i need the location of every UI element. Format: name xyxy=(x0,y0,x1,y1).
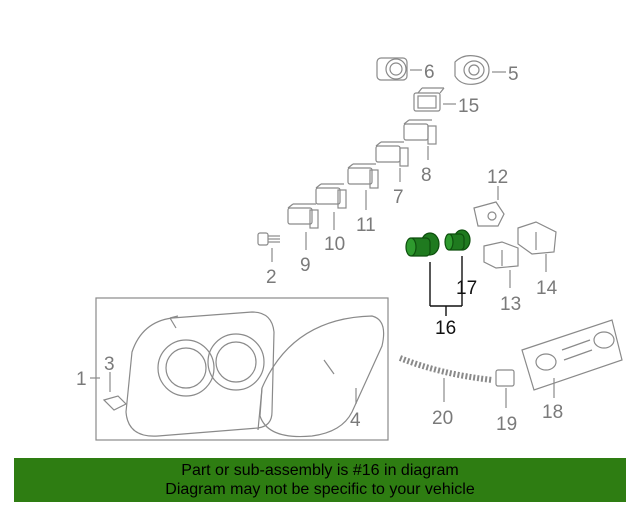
part-17-socket[interactable] xyxy=(444,229,471,251)
part-7-switch[interactable] xyxy=(375,141,409,167)
part-12-switch[interactable] xyxy=(473,201,505,227)
callout-7: 7 xyxy=(393,187,404,208)
leader-lines xyxy=(90,69,555,408)
callout-18: 18 xyxy=(542,402,563,423)
part-16-socket[interactable] xyxy=(405,232,440,257)
part-10-switch[interactable] xyxy=(315,183,347,209)
callout-20: 20 xyxy=(432,408,453,429)
info-banner: Part or sub-assembly is #16 in diagram D… xyxy=(14,458,626,502)
callout-11: 11 xyxy=(356,215,376,236)
part-11-switch[interactable] xyxy=(347,163,379,189)
callout-1: 1 xyxy=(76,369,87,390)
callout-17: 17 xyxy=(456,278,477,299)
part-4-lens[interactable] xyxy=(257,315,385,438)
callout-6: 6 xyxy=(424,62,435,83)
callout-16: 16 xyxy=(435,318,456,339)
part-20-hose[interactable] xyxy=(398,355,493,383)
part-2-screw[interactable] xyxy=(257,232,280,246)
part-14-switch[interactable] xyxy=(517,221,557,255)
part-9-switch[interactable] xyxy=(287,203,319,229)
callout-5: 5 xyxy=(508,64,519,85)
banner-line-2: Diagram may not be specific to your vehi… xyxy=(165,481,475,498)
callout-8: 8 xyxy=(421,165,432,186)
part-19-clip[interactable] xyxy=(495,369,515,387)
callout-14: 14 xyxy=(536,278,558,299)
part-6-knob[interactable] xyxy=(376,57,408,81)
callout-13: 13 xyxy=(500,294,521,315)
part-5-knob[interactable] xyxy=(454,55,490,85)
callout-2: 2 xyxy=(266,267,277,288)
part-18-control-panel[interactable] xyxy=(521,319,623,391)
callout-9: 9 xyxy=(300,255,311,276)
callout-19: 19 xyxy=(496,414,517,435)
part-8-switch[interactable] xyxy=(403,119,437,145)
callout-4: 4 xyxy=(350,410,361,431)
banner-line-1: Part or sub-assembly is #16 in diagram xyxy=(181,462,459,479)
callout-12: 12 xyxy=(487,167,508,188)
callout-3: 3 xyxy=(104,354,115,375)
part-13-switch[interactable] xyxy=(483,241,519,269)
part-15-switch[interactable] xyxy=(413,87,445,112)
leader-16-17 xyxy=(429,256,463,316)
part-1-instrument-cluster[interactable] xyxy=(95,297,389,441)
callout-10: 10 xyxy=(324,234,345,255)
callout-15: 15 xyxy=(458,96,479,117)
part-3-clip[interactable] xyxy=(102,395,128,411)
